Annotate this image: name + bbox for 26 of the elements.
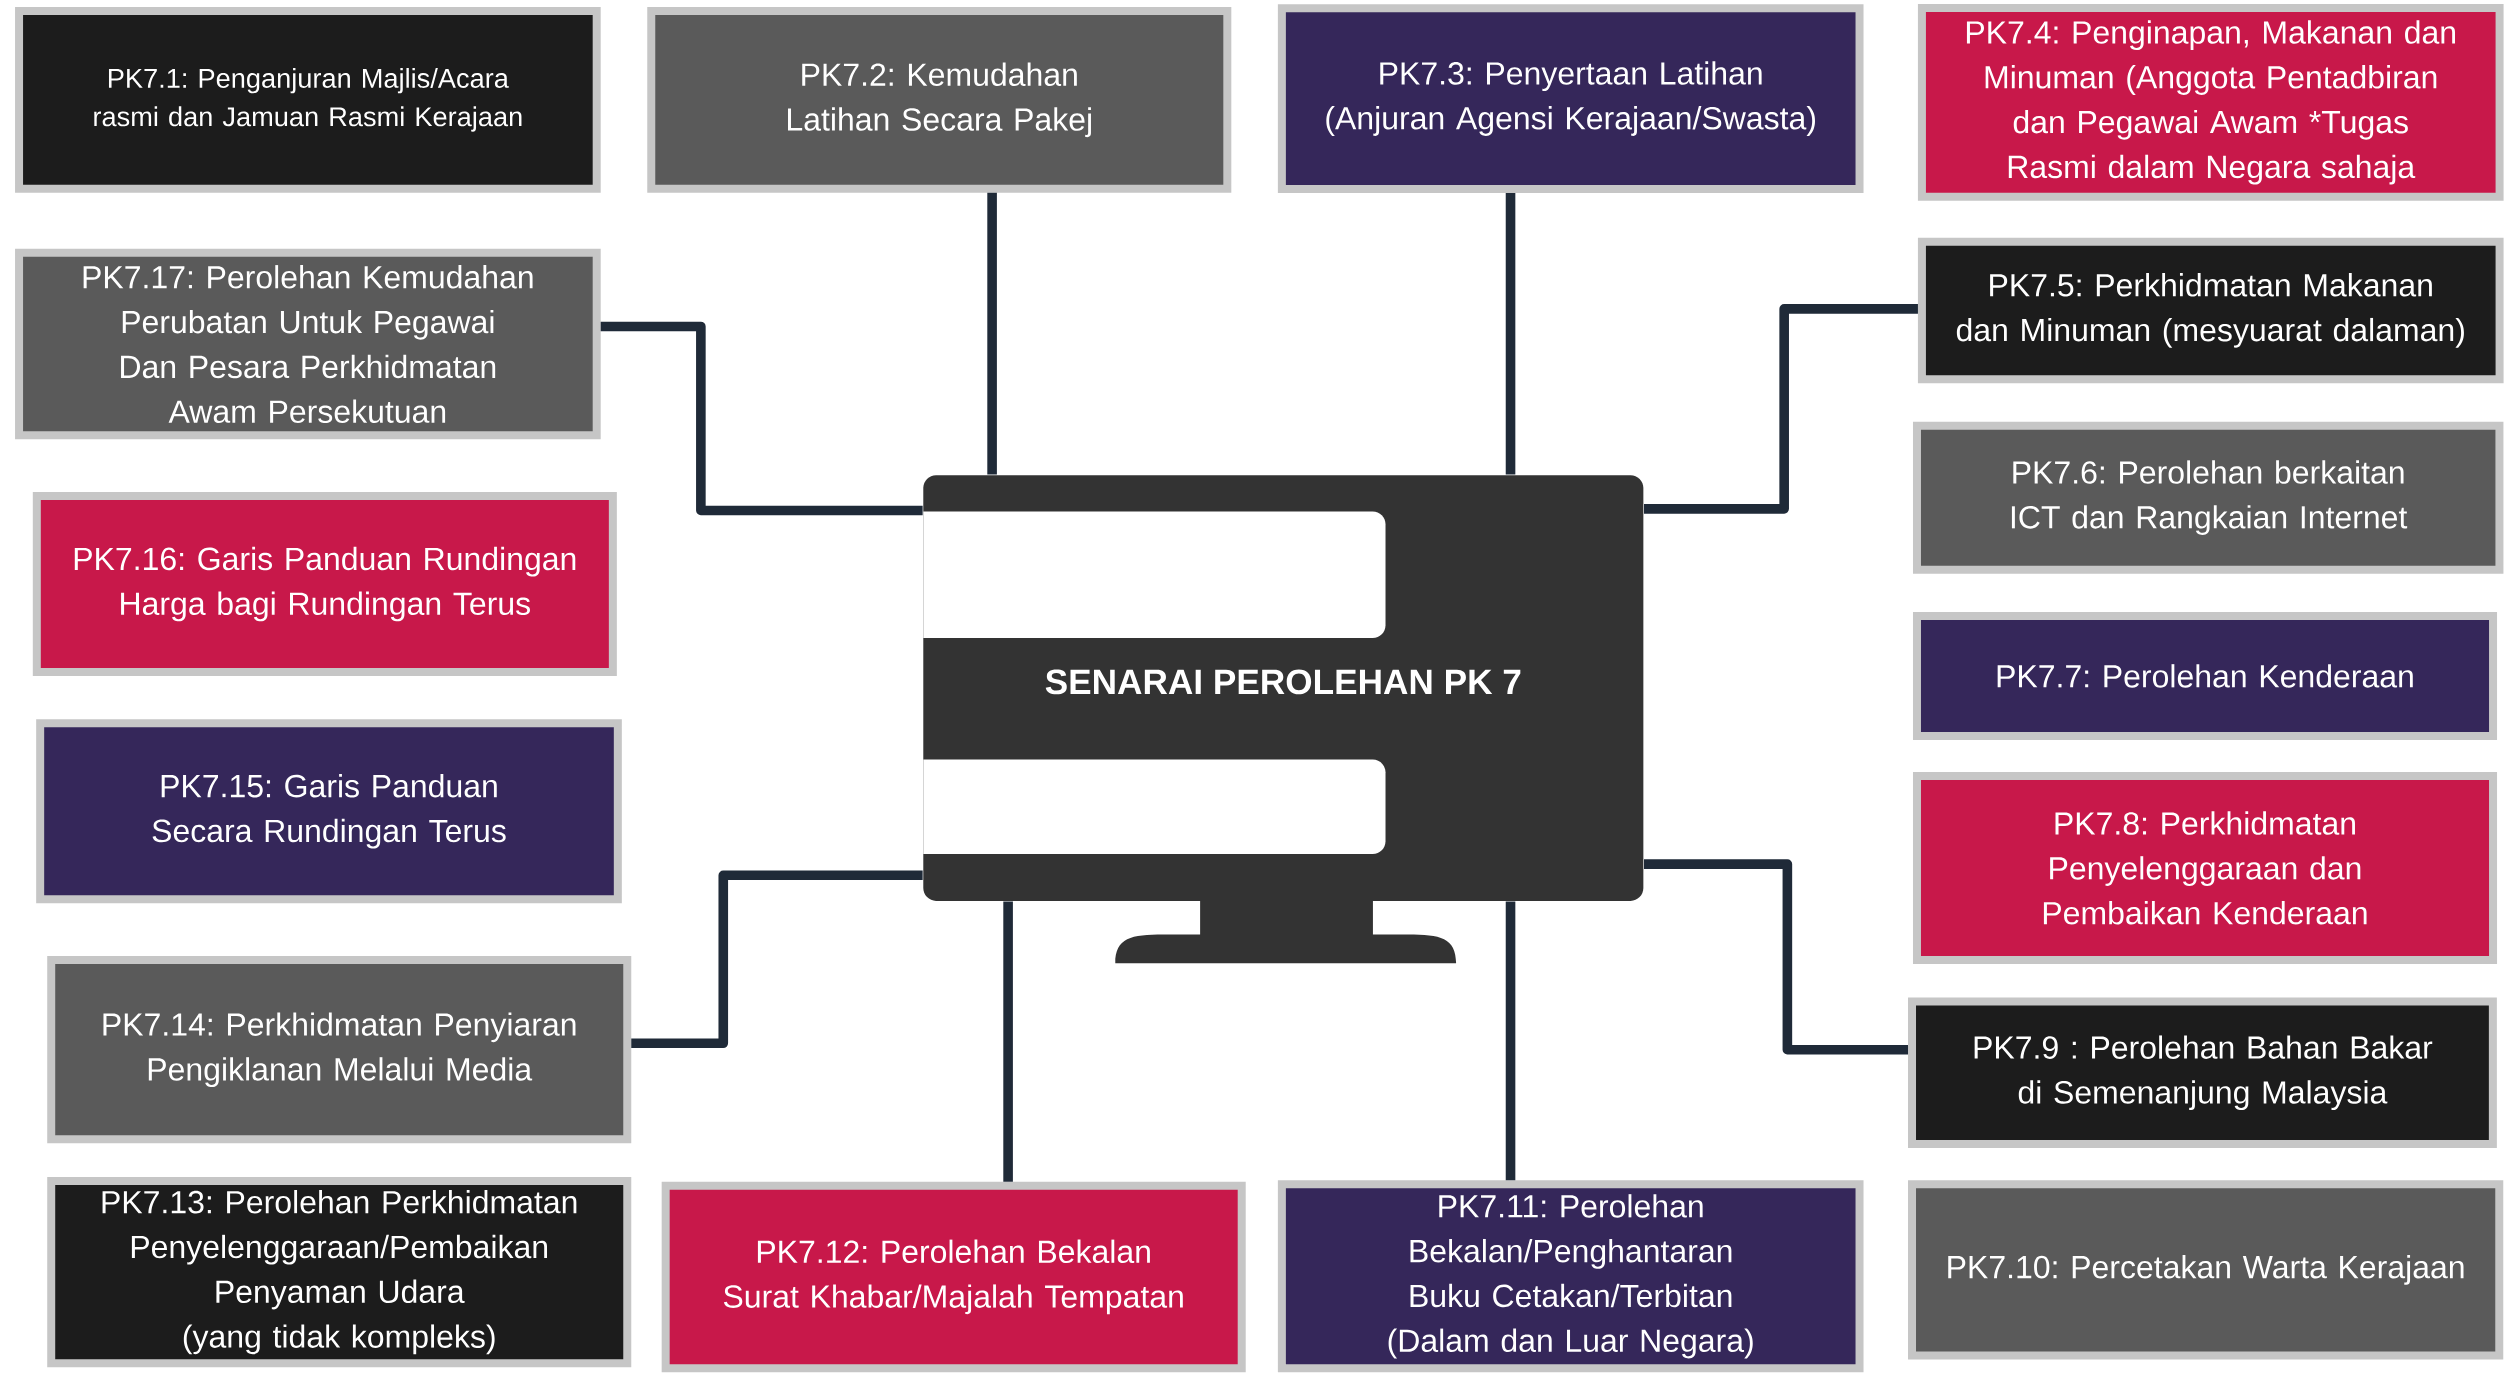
topic-box: PK7.14: Perkhidmatan Penyiaran Pengiklanan Melalui Media — [47, 956, 632, 1144]
topic-box: PK7.11: Perolehan Bekalan/Penghantaran Buku Cetakan/Terbitan (Dalam dan Luar Negara) — [1277, 1180, 1864, 1373]
connector-line — [987, 192, 997, 475]
topic-box: PK7.8: Perkhidmatan Penyelenggaraan dan Pembaikan Kenderaan — [1912, 772, 2498, 965]
topic-box: PK7.7: Perolehan Kenderaan — [1912, 612, 2498, 741]
connector-line — [1644, 304, 1918, 514]
topic-box: PK7.2: Kemudahan Latihan Secara Pakej — [647, 7, 1232, 193]
topic-box: PK7.6: Perolehan berkaitan ICT dan Rangkaian Internet — [1912, 421, 2504, 574]
connector-line — [1644, 859, 1908, 1055]
connector-line — [600, 321, 923, 516]
connector-line — [1505, 901, 1516, 1181]
topic-box: PK7.17: Perolehan Kemudahan Perubatan Untuk Pegawai Dan Pesara Perkhidmatan Awam Persekutuan — [15, 249, 601, 440]
monitor-screen: SENARAI PEROLEHAN PK 7 — [923, 475, 1644, 902]
topic-box: PK7.15: Garis Panduan Secara Rundingan Terus — [36, 719, 622, 904]
connector-line — [631, 870, 923, 1049]
topic-box: PK7.9 : Perolehan Bahan Bakar di Semenanjung Malaysia — [1908, 997, 2497, 1149]
connector-line — [1505, 193, 1516, 475]
topic-box: PK7.3: Penyertaan Latihan (Anjuran Agensi Kerajaan/Swasta) — [1277, 4, 1864, 194]
topic-box: PK7.5: Perkhidmatan Makanan dan Minuman (mesyuarat dalaman) — [1917, 237, 2504, 384]
topic-box: PK7.10: Percetakan Warta Kerajaan — [1908, 1180, 2504, 1360]
topic-box: PK7.13: Perolehan Perkhidmatan Penyelenggaraan/Pembaikan Penyaman Udara (yang tidak kompleks) — [47, 1177, 632, 1368]
connector-line — [1003, 901, 1013, 1182]
topic-box: PK7.4: Penginapan, Makanan dan Minuman (Anggota Pentadbiran dan Pegawai Awam *Tugas Rasmi dalam Negara sahaja — [1917, 4, 2504, 202]
topic-box: PK7.16: Garis Panduan Rundingan Harga bagi Rundingan Terus — [32, 492, 617, 677]
topic-box: PK7.1: Penganjuran Majlis/Acara rasmi dan Jamuan Rasmi Kerajaan — [15, 7, 601, 193]
topic-box: PK7.12: Perolehan Bekalan Surat Khabar/Majalah Tempatan — [661, 1181, 1246, 1373]
